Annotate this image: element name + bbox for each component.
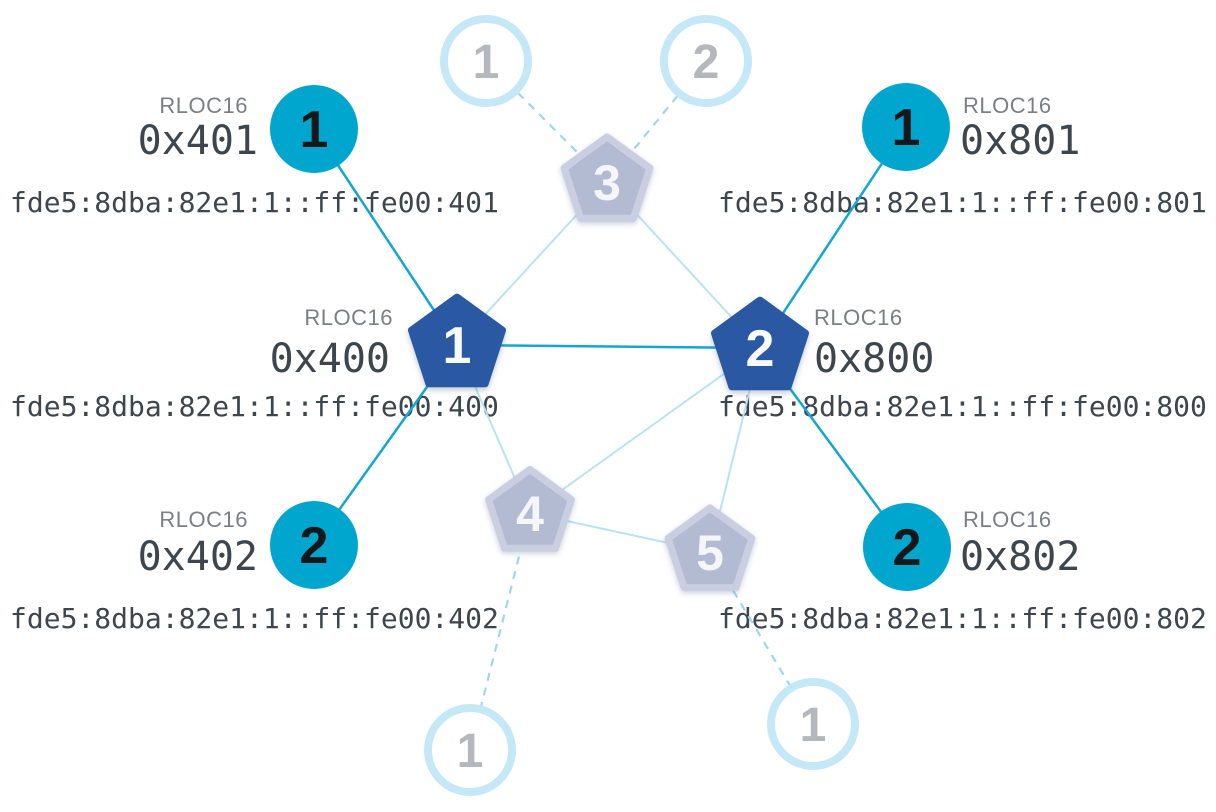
rloc16-value-child-802: 0x802 bbox=[960, 534, 1081, 580]
node-number: 2 bbox=[746, 320, 775, 378]
node-child-802[interactable]: 2 bbox=[863, 503, 951, 591]
router-pentagon-icon bbox=[664, 504, 756, 592]
node-number: 1 bbox=[473, 36, 500, 89]
node-router-4[interactable]: 4 bbox=[485, 466, 575, 552]
rloc16-caption-child-402: RLOC16 bbox=[159, 507, 248, 532]
router-pentagon-icon bbox=[560, 133, 654, 223]
child-circle-icon bbox=[270, 501, 358, 589]
node-number: 1 bbox=[443, 317, 472, 375]
node-router-5[interactable]: 5 bbox=[664, 504, 756, 592]
node-number: 1 bbox=[300, 101, 329, 159]
ghost-circle-icon bbox=[440, 15, 532, 107]
node-number: 2 bbox=[300, 517, 329, 575]
ghost-circle-icon bbox=[660, 15, 752, 107]
rloc16-value-router-2: 0x800 bbox=[814, 336, 935, 382]
node-child-402[interactable]: 2 bbox=[270, 501, 358, 589]
rloc16-caption-router-2: RLOC16 bbox=[814, 305, 903, 330]
node-child-801[interactable]: 1 bbox=[862, 83, 950, 171]
child-circle-icon bbox=[863, 503, 951, 591]
rloc16-caption-child-801: RLOC16 bbox=[963, 93, 1052, 118]
link-router2-router4 bbox=[529, 347, 761, 514]
ipv6-leader: fde5:8dba:82e1:1::ff:fe00:400 bbox=[10, 390, 499, 423]
ipv6-child-402: fde5:8dba:82e1:1::ff:fe00:402 bbox=[10, 602, 499, 635]
node-number: 1 bbox=[457, 725, 484, 778]
router-pentagon-icon bbox=[485, 466, 575, 552]
node-ghost-bottom-left[interactable]: 1 bbox=[424, 704, 516, 796]
link-ghost-top-2-router3 bbox=[606, 60, 707, 183]
node-number: 4 bbox=[516, 486, 544, 542]
node-router-2[interactable]: 2 bbox=[711, 296, 809, 391]
rloc16-value-child-801: 0x801 bbox=[960, 118, 1081, 164]
child-circle-icon bbox=[862, 83, 950, 171]
node-leader[interactable]: 1 bbox=[408, 293, 506, 388]
node-number: 1 bbox=[800, 699, 827, 752]
ipv6-router-2: fde5:8dba:82e1:1::ff:fe00:800 bbox=[718, 390, 1207, 423]
node-ghost-top-2[interactable]: 2 bbox=[660, 15, 752, 107]
rloc16-value-child-401: 0x401 bbox=[137, 118, 258, 164]
node-ghost-bottom-right[interactable]: 1 bbox=[767, 678, 859, 770]
ghost-circle-icon bbox=[767, 678, 859, 770]
link-leader-router2 bbox=[456, 343, 761, 350]
node-router-3[interactable]: 3 bbox=[560, 133, 654, 223]
rloc16-value-leader: 0x400 bbox=[269, 336, 390, 382]
child-circle-icon bbox=[270, 85, 358, 173]
ipv6-child-802: fde5:8dba:82e1:1::ff:fe00:802 bbox=[718, 602, 1207, 635]
node-number: 1 bbox=[892, 99, 921, 157]
rloc16-caption-child-401: RLOC16 bbox=[159, 93, 248, 118]
rloc16-caption-leader: RLOC16 bbox=[304, 305, 393, 330]
rloc16-caption-child-802: RLOC16 bbox=[963, 507, 1052, 532]
node-ghost-top-1[interactable]: 1 bbox=[440, 15, 532, 107]
ipv6-child-401: fde5:8dba:82e1:1::ff:fe00:401 bbox=[10, 186, 499, 219]
router-pentagon-icon bbox=[408, 293, 506, 388]
router-pentagon-icon bbox=[711, 296, 809, 391]
node-child-401[interactable]: 1 bbox=[270, 85, 358, 173]
node-number: 2 bbox=[893, 519, 922, 577]
node-number: 5 bbox=[696, 525, 724, 581]
node-number: 2 bbox=[693, 36, 720, 89]
ipv6-child-801: fde5:8dba:82e1:1::ff:fe00:801 bbox=[718, 186, 1207, 219]
rloc16-value-child-402: 0x402 bbox=[137, 534, 258, 580]
node-number: 3 bbox=[593, 155, 621, 211]
link-child-801-router2 bbox=[758, 126, 908, 349]
ghost-circle-icon bbox=[424, 704, 516, 796]
link-router4-ghost-bottom-left bbox=[468, 512, 532, 751]
